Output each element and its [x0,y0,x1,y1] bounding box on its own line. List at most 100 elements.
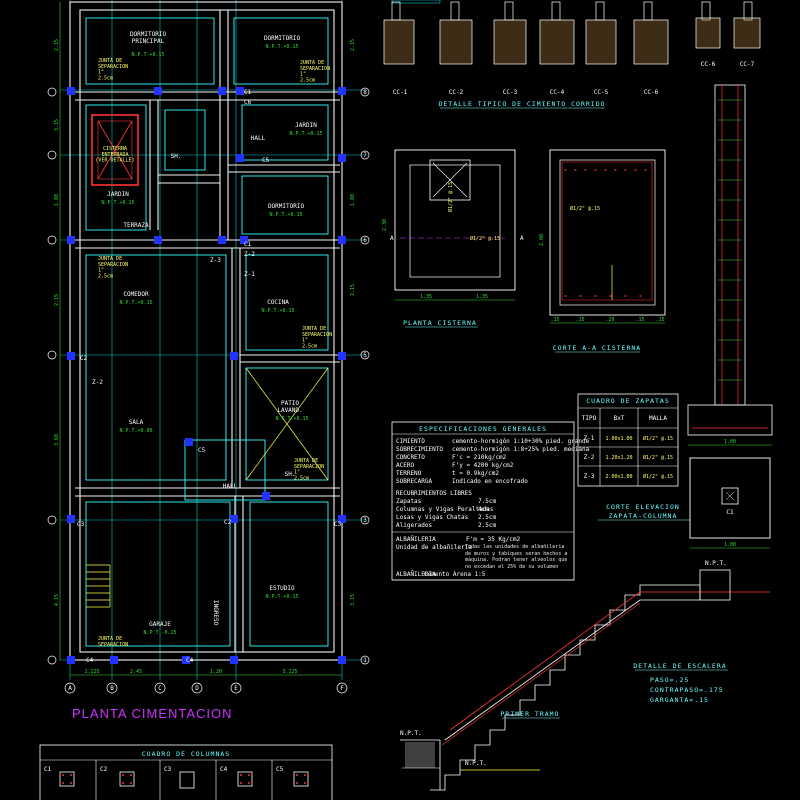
cc-6 [633,1,669,65]
svg-text:cemento-hormigón 1:8+25% pied.: cemento-hormigón 1:8+25% pied. mediana [452,446,590,453]
cimiento-details: CC-1 CC-2 CC-3 CC-4 CC-5 CC-6 CC-6 CC-7 … [383,0,761,109]
svg-text:N.P.T.+0.15: N.P.T.+0.15 [275,416,308,422]
axis-bubbles: A B C D E F 8 7 6 5 3 1 [47,87,370,694]
svg-text:N.P.T.+0.15: N.P.T.+0.15 [101,200,134,206]
svg-text:1.35: 1.35 [476,294,488,300]
espec-nota: Todas las unidades de albañileria de mur… [465,544,568,570]
svg-text:A: A [68,685,72,692]
svg-text:SOBRECARGA: SOBRECARGA [396,478,433,485]
svg-text:5: 5 [363,352,367,359]
room-terr: TERRAZA [123,222,149,229]
svg-text:Ø1/2" @.15: Ø1/2" @.15 [470,235,500,242]
svg-text:TERRENO: TERRENO [396,470,422,477]
svg-text:ACERO: ACERO [396,462,414,469]
svg-text:Z-3: Z-3 [584,473,595,480]
svg-text:Unidad de albañileria: Unidad de albañileria [396,544,472,551]
svg-text:N.P.T.+0.15: N.P.T.+0.15 [119,300,152,306]
svg-text:3.125: 3.125 [282,669,297,675]
svg-text:C3: C3 [164,766,172,773]
svg-text:BxT: BxT [614,415,625,422]
svg-text:CC-5: CC-5 [594,89,609,96]
svg-text:N.P.T.: N.P.T. [465,760,487,767]
svg-text:MALLA: MALLA [649,415,667,422]
cc-4 [539,1,575,65]
svg-text:1: 1 [363,657,367,664]
planta-cisterna: A A Ø1/2" @.15 Ø1/2" @.15 1.35 1.35 2.30… [382,149,524,328]
stair-title: DETALLE DE ESCALERA [633,662,726,670]
svg-text:CC-6: CC-6 [701,61,716,68]
svg-text:Losas y Vigas Chatas: Losas y Vigas Chatas [396,514,469,521]
stair-tramo-title: PRIMER TRAMO [501,710,560,718]
room-hall2: HALL [223,483,238,490]
svg-text:C2: C2 [100,766,108,773]
svg-text:ZAPATA-COLUMNA: ZAPATA-COLUMNA [609,512,678,520]
svg-text:2.15: 2.15 [350,284,356,296]
espec-title: ESPECIFICACIONES GENERALES [419,425,547,433]
svg-text:Indicado en encofrado: Indicado en encofrado [452,478,528,485]
room-come: COMEDOR [123,291,149,298]
svg-text:1.20x1.20: 1.20x1.20 [605,455,632,461]
svg-text:1.20: 1.20 [210,669,222,675]
svg-text:2.00: 2.00 [539,234,545,246]
stair-paso: PASO=.25 [650,676,689,684]
svg-text:D: D [195,685,199,692]
tag-z3-a: Z-3 [210,257,221,264]
svg-text:.20: .20 [605,317,614,323]
svg-text:6: 6 [363,237,367,244]
tag-z2-b: Z-2 [244,251,255,258]
svg-text:Ø1/2" @.15: Ø1/2" @.15 [643,473,673,480]
svg-text:N.P.T.: N.P.T. [400,730,422,737]
stair-detail: N.P.T. N.P.T. N.P.T. PRIMER TRAMO DETALL… [400,560,770,791]
svg-text:4cm: 4cm [478,506,489,513]
tag-c6-a: C6 [244,99,252,106]
svg-text:Aligerados: Aligerados [396,522,433,529]
tag-c1-a: C1 [244,89,252,96]
svg-text:7: 7 [363,152,367,159]
svg-text:C1: C1 [44,766,52,773]
corte-cisterna-title: CORTE A-A CISTERNA [553,344,641,352]
column-tags: C1 C1 C2 Z-2 C3 C4 C4 C5 C5 C6 Z-1 Z-2 Z… [77,89,342,664]
svg-text:N.P.T.+0.15: N.P.T.+0.15 [265,44,298,50]
zapatas-title: CUADRO DE ZAPATAS [586,397,670,405]
zapatas-table: CUADRO DE ZAPATAS TIPO BxT MALLA Z-1 1.0… [577,393,679,487]
svg-text:C4: C4 [220,766,228,773]
svg-text:SOBRECIMIENTO: SOBRECIMIENTO [396,446,443,453]
cc-sections [383,1,761,65]
svg-text:CC-6: CC-6 [644,89,659,96]
tag-c2-b: C2 [224,519,232,526]
svg-text:1.80: 1.80 [350,194,356,206]
planta-cisterna-title: PLANTA CISTERNA [403,319,477,327]
room-dorm1: DORMITORIO [264,35,301,42]
svg-text:1.225: 1.225 [84,669,99,675]
svg-text:2.00x1.00: 2.00x1.00 [605,474,632,480]
svg-text:CC-1: CC-1 [393,89,408,96]
cc-1 [383,1,415,65]
svg-text:2.15: 2.15 [54,294,60,306]
svg-text:N.P.T.: N.P.T. [705,560,727,567]
svg-text:TIPO: TIPO [582,415,597,422]
plan-dimensions: 1.225 2.45 1.20 3.125 2.15 3.15 1.80 2.1… [54,2,356,676]
svg-text:CC-7: CC-7 [740,61,755,68]
svg-text:C: C [158,685,162,692]
column-elevation: 1.00 CORTE ELEVACION ZAPATA-COLUMNA [598,84,773,521]
svg-text:2.30: 2.30 [382,219,388,231]
svg-text:C5: C5 [276,766,284,773]
svg-text:CC-2: CC-2 [449,89,464,96]
cc-7 [733,1,761,49]
tag-c4-b: C4 [186,657,194,664]
room-jard2: JARDIN [107,191,129,198]
svg-text:B: B [110,685,114,692]
svg-text:3.60: 3.60 [54,434,60,446]
svg-text:CIMIENTO: CIMIENTO [396,438,425,445]
tag-c2-a: C2 [80,355,88,362]
room-hall1: HALL [251,135,266,142]
tag-c5-b: C5 [198,447,206,454]
corte-cisterna: .15 .15 .20 .15 .15 2.00 Ø1/2" @.15 CORT… [539,149,666,353]
